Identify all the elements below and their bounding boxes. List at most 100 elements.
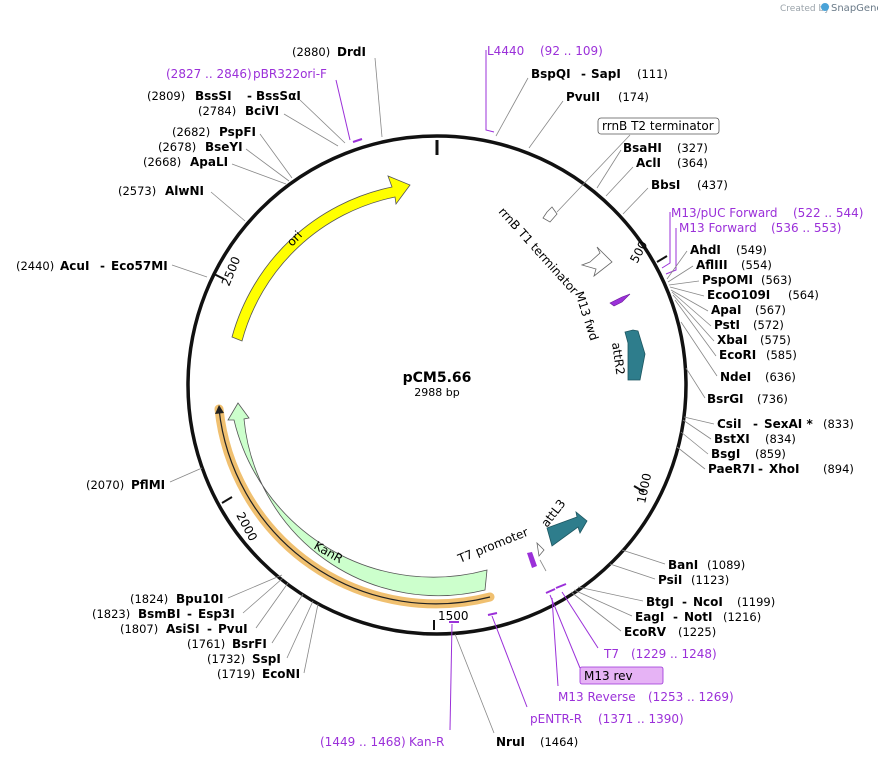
t7promoter-terminator-icon <box>536 541 545 557</box>
enzyme-bsrgi-name: BsrGI <box>707 392 744 406</box>
primer-pbr322-name: pBR322ori-F <box>253 67 327 81</box>
enzyme-econi[interactable]: (1719) EcoNI <box>217 603 319 681</box>
enzyme-bsmbi-pos: (1823) <box>92 607 130 621</box>
rrnbt1-feature[interactable]: rrnB T1 terminator <box>496 205 613 297</box>
enzyme-drdi[interactable]: (2880) DrdI <box>292 45 383 138</box>
enzyme-btgi-dash: - <box>682 595 687 609</box>
enzyme-ahdi[interactable]: AhdI (549) <box>666 243 767 280</box>
enzyme-eco0109i[interactable]: EcoO109I (564) <box>669 286 819 302</box>
primer-kanr[interactable]: (1449 .. 1468) Kan-R <box>320 621 459 749</box>
primer-m13reverse[interactable]: M13 Reverse (1253 .. 1269) <box>551 597 734 704</box>
enzyme-psii[interactable]: PsiI (1123) <box>609 563 729 587</box>
enzyme-bsahi-pos: (327) <box>677 141 708 155</box>
enzyme-csii[interactable]: CsiI - SexAI * (833) <box>683 416 854 431</box>
enzyme-ndei-pos: (636) <box>765 370 796 384</box>
enzyme-pvuii-pos: (174) <box>618 90 649 104</box>
rrnbt2-feature[interactable]: rrnB T2 terminator <box>542 117 720 223</box>
enzyme-btgi[interactable]: BtgI - NcoI (1199) <box>577 586 775 609</box>
primer-m13rev[interactable]: M13 rev <box>545 588 664 685</box>
enzyme-eagi[interactable]: EagI - NotI (1216) <box>573 589 761 624</box>
attr2-feature[interactable]: attR2 <box>609 329 646 381</box>
enzyme-pspfi[interactable]: (2682) PspFI <box>172 125 293 179</box>
t7promoter-feature[interactable]: T7 promoter <box>455 525 547 572</box>
enzyme-bstxi[interactable]: BstXI (834) <box>682 419 796 446</box>
enzyme-nrui[interactable]: NruI (1464) <box>454 633 578 749</box>
enzyme-apali[interactable]: (2668) ApaLI <box>143 155 287 185</box>
enzyme-sspi[interactable]: (1732) SspI <box>207 600 314 666</box>
enzyme-bsrfi-pos: (1761) <box>187 637 225 651</box>
enzyme-bsmbi-name: BsmBI <box>138 607 180 621</box>
enzyme-xbai[interactable]: XbaI (575) <box>672 294 791 347</box>
primer-l4440-range: (92 .. 109) <box>540 44 603 58</box>
enzyme-bbsi-name: BbsI <box>651 178 680 192</box>
enzyme-pflmi[interactable]: (2070) PflMI <box>86 467 203 492</box>
enzyme-pspomi[interactable]: PspOMI (563) <box>668 273 792 287</box>
enzyme-apai-pos: (567) <box>755 303 786 317</box>
enzyme-bspqi-dash: - <box>581 67 586 81</box>
enzyme-acli[interactable]: AclI (364) <box>605 156 708 197</box>
primer-m13fwd[interactable]: M13 Forward (536 .. 553) <box>665 221 841 275</box>
primer-pbr322-range: (2827 .. 2846) <box>166 67 252 81</box>
enzyme-bsrfi[interactable]: (1761) BsrFI <box>187 593 304 651</box>
primer-m13reverse-name: M13 Reverse <box>558 690 636 704</box>
enzyme-pflmi-pos: (2070) <box>86 478 124 492</box>
enzyme-bsahi[interactable]: BsaHI (327) <box>596 141 708 189</box>
rrnbt1-label: rrnB T1 terminator <box>496 205 581 297</box>
rrnbt1-arrow <box>580 246 613 278</box>
enzyme-bstxi-name: BstXI <box>714 432 750 446</box>
enzyme-bsgi[interactable]: BsgI (859) <box>680 431 786 461</box>
enzyme-econi-pos: (1719) <box>217 667 255 681</box>
primer-m13puc[interactable]: M13/pUC Forward (522 .. 544) <box>661 206 863 269</box>
ori-feature[interactable]: ori <box>231 175 411 342</box>
enzyme-ecori[interactable]: EcoRI (585) <box>674 299 797 362</box>
tick-1000: 1000 <box>634 472 654 505</box>
enzyme-bbsi[interactable]: BbsI (437) <box>622 178 728 215</box>
enzyme-alwni-pos: (2573) <box>118 184 156 198</box>
enzyme-bsssi[interactable]: (2809) BssSI - BssSαI <box>147 89 346 144</box>
enzyme-btgi-name2: NcoI <box>693 595 723 609</box>
enzyme-psti[interactable]: PstI (572) <box>671 291 784 332</box>
enzyme-ndei[interactable]: NdeI (636) <box>680 321 796 384</box>
primer-t7-name: T7 <box>603 647 619 661</box>
enzyme-paer7i[interactable]: PaeR7I - XhoI (894) <box>676 446 854 476</box>
primer-pbr322[interactable]: (2827 .. 2846) pBR322ori-F <box>166 67 363 143</box>
enzyme-csii-pos: (833) <box>823 417 854 431</box>
enzyme-bsssi-name2b: BssSαI <box>256 89 301 103</box>
enzyme-eagi-name: EagI <box>635 610 664 624</box>
enzyme-bseyi[interactable]: (2678) BseYI <box>158 140 290 182</box>
enzyme-bsssi-name2: - <box>247 89 252 103</box>
enzyme-ecori-name: EcoRI <box>719 348 756 362</box>
primer-l4440[interactable]: L4440 (92 .. 109) <box>485 44 603 133</box>
enzyme-paer7i-pos: (894) <box>823 462 854 476</box>
plasmid-name: pCM5.66 <box>403 370 472 386</box>
m13fwd-feature[interactable]: M13 fwd <box>572 290 631 343</box>
enzyme-bsmbi-name2: Esp3I <box>198 607 235 621</box>
enzyme-afliii[interactable]: AflIII (554) <box>667 258 772 283</box>
kanr-feature[interactable]: KanR <box>214 402 495 609</box>
enzyme-bsrgi[interactable]: BsrGI (736) <box>685 367 788 406</box>
enzyme-apai-name: ApaI <box>711 303 741 317</box>
enzyme-bsssi-name: BssSI <box>195 89 232 103</box>
enzyme-bsmbi-dash: - <box>187 607 192 621</box>
enzyme-bsmbi[interactable]: (1823) BsmBI - Esp3I <box>92 577 284 621</box>
primer-t7[interactable]: T7 (1229 .. 1248) <box>555 583 717 661</box>
enzyme-asisi[interactable]: (1807) AsiSI - PvuI <box>120 582 289 636</box>
enzyme-ecorv[interactable]: EcoRV (1225) <box>570 591 716 639</box>
enzyme-bcivi[interactable]: (2784) BciVI <box>198 104 339 147</box>
enzyme-alwni[interactable]: (2573) AlwNI <box>118 184 246 222</box>
enzyme-bani[interactable]: BanI (1089) <box>621 549 745 572</box>
enzyme-bspqi[interactable]: BspQI - SapI (111) <box>495 67 668 137</box>
enzyme-pspfi-name: PspFI <box>219 125 256 139</box>
enzyme-bsssi-pos: (2809) <box>147 89 185 103</box>
enzyme-btgi-pos: (1199) <box>737 595 775 609</box>
primer-m13puc-range: (522 .. 544) <box>793 206 863 220</box>
enzyme-bspqi-name2: SapI <box>591 67 621 81</box>
primer-m13fwd-name: M13 Forward <box>679 221 757 235</box>
enzyme-pvuii[interactable]: PvuII (174) <box>528 90 649 149</box>
primer-pentr[interactable]: pENTR-R (1371 .. 1390) <box>487 612 684 726</box>
enzyme-acui[interactable]: (2440) AcuI - Eco57MI <box>16 259 208 278</box>
attl3-feature[interactable]: attL3 <box>538 497 588 547</box>
enzyme-apai[interactable]: ApaI (567) <box>670 289 786 317</box>
enzyme-bsgi-name: BsgI <box>711 447 740 461</box>
enzyme-bpu10i[interactable]: (1824) Bpu10I <box>130 574 283 606</box>
